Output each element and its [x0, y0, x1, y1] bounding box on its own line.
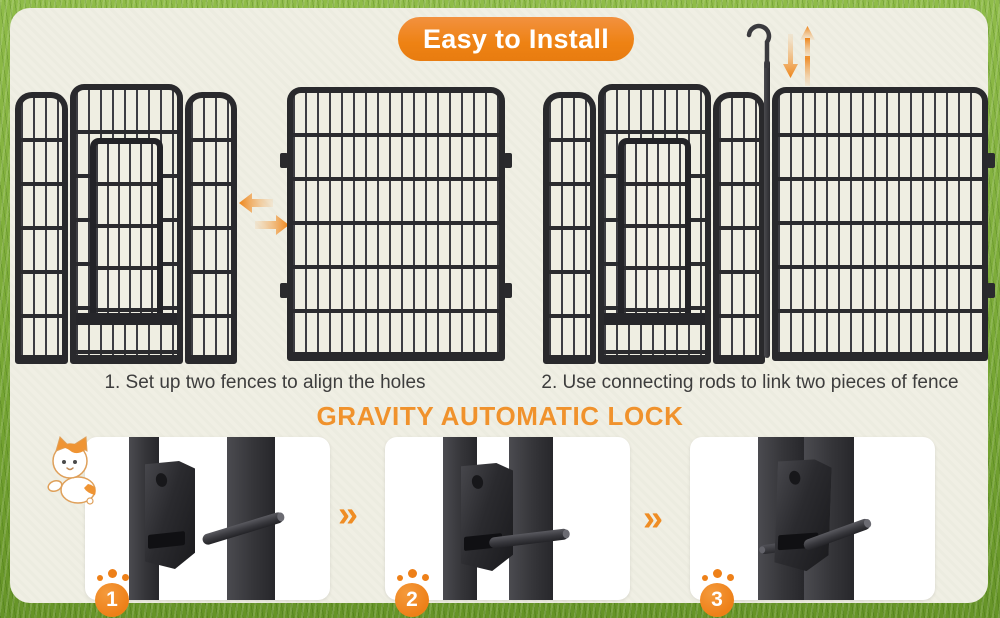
fence-panel-door — [598, 84, 711, 364]
paw-toe — [397, 575, 403, 581]
connector-nub — [280, 283, 288, 298]
connector-nub — [504, 153, 512, 168]
paw-badge: 3 — [700, 569, 760, 618]
paw-badge-number: 3 — [700, 583, 734, 617]
lock-step-card-3: 3 — [690, 437, 935, 617]
fence-door — [90, 138, 163, 319]
lock-step-card-1: 1 — [85, 437, 330, 617]
connector-nub — [504, 283, 512, 298]
step-arrow-icon: » — [643, 497, 664, 538]
paw-toe — [122, 574, 129, 581]
paw-toe — [727, 574, 734, 581]
paw-toe — [713, 569, 722, 578]
rod-hook-icon — [746, 23, 772, 68]
lock-step-card-2: 2 — [385, 437, 630, 617]
paw-toe — [108, 569, 117, 578]
single-fence-panel-right — [772, 87, 995, 361]
paw-badge-number: 2 — [395, 583, 429, 617]
banner-title: Easy to Install — [422, 23, 610, 54]
fence-post — [509, 437, 553, 600]
connector-nub — [987, 283, 995, 298]
connector-nub — [280, 153, 288, 168]
connecting-rod — [764, 60, 770, 358]
fence-rail — [76, 313, 177, 325]
fence-group-right — [543, 84, 765, 364]
fence-group-left — [15, 84, 237, 364]
paw-badge: 1 — [95, 569, 155, 618]
single-fence-panel-left — [280, 87, 512, 361]
fence-panel-narrow — [543, 92, 596, 364]
swap-arrows-icon — [239, 193, 289, 235]
fence-panel-narrow — [713, 92, 765, 364]
paw-toe — [422, 574, 429, 581]
install-banner: Easy to Install — [398, 17, 634, 61]
gravity-latch — [461, 463, 513, 571]
step-caption-2: 2. Use connecting rods to link two piece… — [541, 372, 959, 393]
connector-nub — [987, 153, 995, 168]
fence-rail — [604, 313, 705, 325]
paw-badge-number: 1 — [95, 583, 129, 617]
step-arrow-icon: » — [338, 493, 359, 534]
step-caption-1: 1. Set up two fences to align the holes — [104, 372, 426, 393]
up-down-arrows-icon — [783, 26, 815, 86]
fence-panel-narrow — [185, 92, 237, 364]
lock-heading: GRAVITY AUTOMATIC LOCK — [316, 401, 684, 431]
fence-panel-door — [70, 84, 183, 364]
gravity-latch — [774, 458, 832, 572]
paw-badge: 2 — [395, 569, 455, 618]
cat-mascot-icon — [47, 436, 96, 505]
gravity-latch — [145, 461, 195, 569]
fence-panel-narrow — [15, 92, 68, 364]
paw-toe — [97, 575, 103, 581]
fence-door — [618, 138, 691, 319]
paw-toe — [408, 569, 417, 578]
paw-toe — [702, 575, 708, 581]
